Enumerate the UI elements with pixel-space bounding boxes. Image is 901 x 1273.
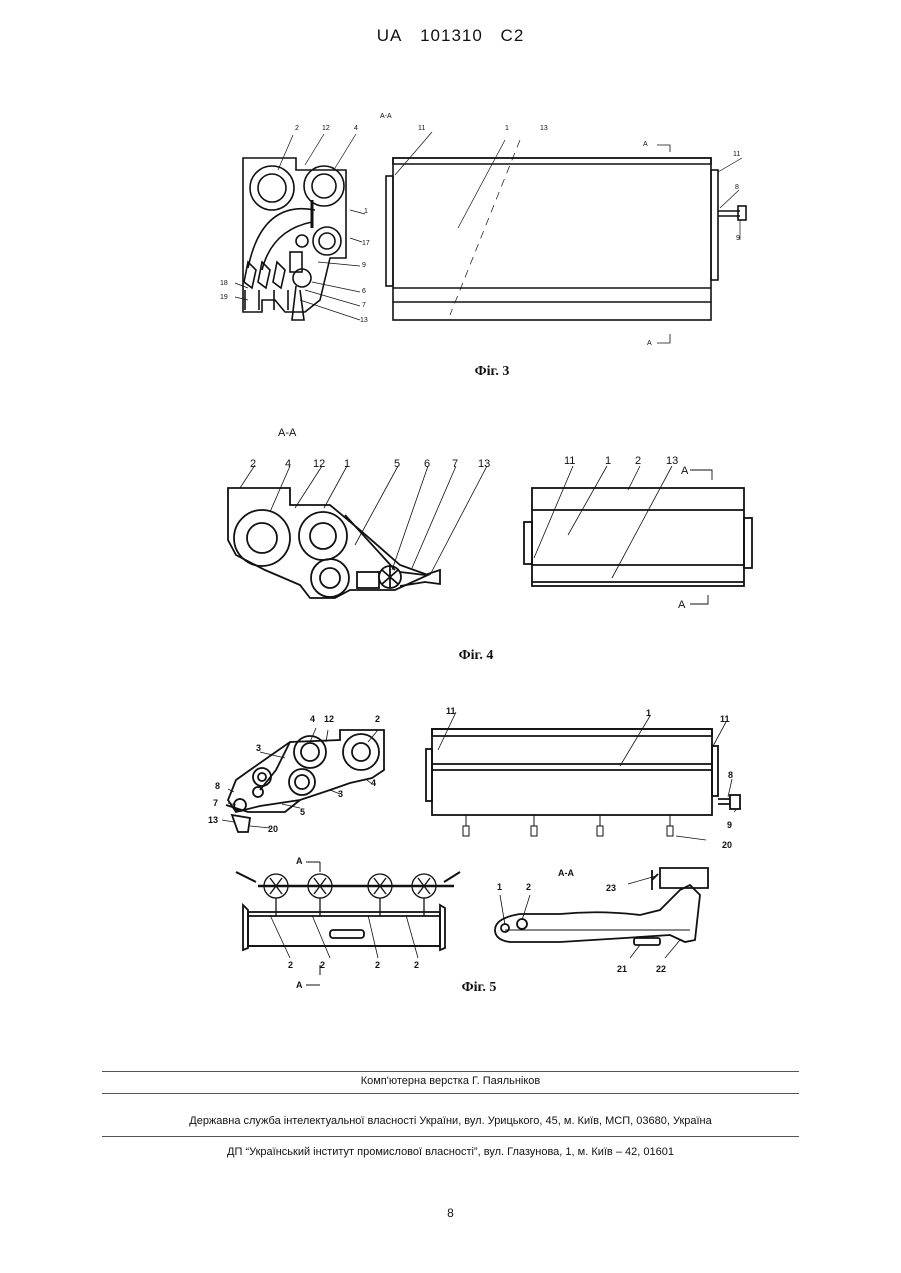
fig3-section-mark-bottom: А [647,340,652,347]
fig4-label: 13 [666,455,678,467]
fig3-label: 18 [220,280,228,287]
footer-institute: ДП “Український інститут промислової вла… [0,1146,901,1158]
fig5-section-mark-bottom: А [296,980,303,990]
fig5-label: 7 [213,798,218,808]
fig5-label: 8 [728,770,733,780]
fig3-label: 11 [418,125,425,132]
fig3-label: 19 [220,294,228,301]
figure-5-caption: Фіг. 5 [419,980,539,996]
fig3-label: 1 [364,208,368,215]
fig3-section-mark-top: А [643,141,648,148]
fig5-label: 11 [720,714,730,724]
fig4-label: 1 [605,455,611,467]
fig4-label: 4 [285,458,291,470]
fig5-label: 1 [497,882,502,892]
fig3-label: 12 [322,125,330,132]
fig4-section-mark-top: А [681,465,689,477]
fig5-label: 4 [371,778,376,788]
figure-3-drawing: А-А 2 12 4 1 17 9 6 7 13 18 19 11 1 13 1… [0,100,901,360]
fig5-label: 2 [288,960,293,970]
header-kind: C2 [501,26,525,45]
figure-5-drawing: 4 12 2 3 3 4 8 7 5 13 20 11 1 11 8 9 20 … [0,700,901,1000]
fig3-label: 6 [362,288,366,295]
fig3-label: 1 [505,125,509,132]
fig5-section-mark-top: А [296,856,303,866]
fig3-label: 9 [362,262,366,269]
fig3-label: 2 [295,125,299,132]
fig4-label: 5 [394,458,400,470]
fig5-label: 4 [310,714,315,724]
fig5-label: 2 [375,960,380,970]
fig3-label: 13 [360,317,368,324]
fig5-label: 3 [338,789,343,799]
fig5-label: 20 [268,824,278,834]
fig5-label: 2 [414,960,419,970]
footer-office: Державна служба інтелектуальної власност… [0,1115,901,1127]
fig5-label: 12 [324,714,334,724]
fig5-label: 11 [446,706,456,716]
page-number: 8 [0,1206,901,1220]
fig3-label: 8 [735,184,739,191]
figure-4-caption: Фіг. 4 [416,648,536,664]
fig5-label: 2 [320,960,325,970]
fig4-label: 6 [424,458,430,470]
fig5-label: 21 [617,964,627,974]
footer-divider [102,1136,799,1137]
fig4-label: 13 [478,458,490,470]
fig4-section-label: А-А [278,427,297,439]
fig3-label: 13 [540,125,548,132]
figure-4-drawing: А-А 2 4 12 1 5 6 7 13 11 1 2 13 А А [0,420,901,640]
fig5-label: 2 [375,714,380,724]
fig5-label: 20 [722,840,732,850]
patent-header: UA 101310 C2 [0,26,901,46]
fig4-label: 2 [250,458,256,470]
fig4-section-mark-bottom: А [678,599,686,611]
fig5-label: 23 [606,883,616,893]
fig5-section-label: А-А [558,868,574,878]
fig5-label: 13 [208,815,218,825]
header-number: 101310 [420,26,483,45]
fig4-label: 2 [635,455,641,467]
fig3-label: 11 [733,151,740,158]
fig5-label: 2 [526,882,531,892]
fig3-label: 7 [362,302,366,309]
footer-divider [102,1071,799,1072]
fig4-label: 1 [344,458,350,470]
fig3-section-label: А-А [380,113,392,120]
fig3-label: 4 [354,125,358,132]
footer-typesetting: Комп'ютерна верстка Г. Паяльніков [0,1075,901,1087]
footer-divider [102,1093,799,1094]
fig5-label: 8 [215,781,220,791]
fig4-label: 7 [452,458,458,470]
fig5-label: 3 [256,743,261,753]
header-country: UA [377,26,403,45]
fig5-label: 1 [646,708,651,718]
fig5-label: 22 [656,964,666,974]
fig3-label: 9 [736,235,740,242]
fig4-label: 12 [313,458,325,470]
fig3-label: 17 [362,240,370,247]
fig4-label: 11 [564,455,575,467]
fig5-label: 9 [727,820,732,830]
figure-3-caption: Фіг. 3 [432,364,552,380]
fig5-label: 5 [300,807,305,817]
